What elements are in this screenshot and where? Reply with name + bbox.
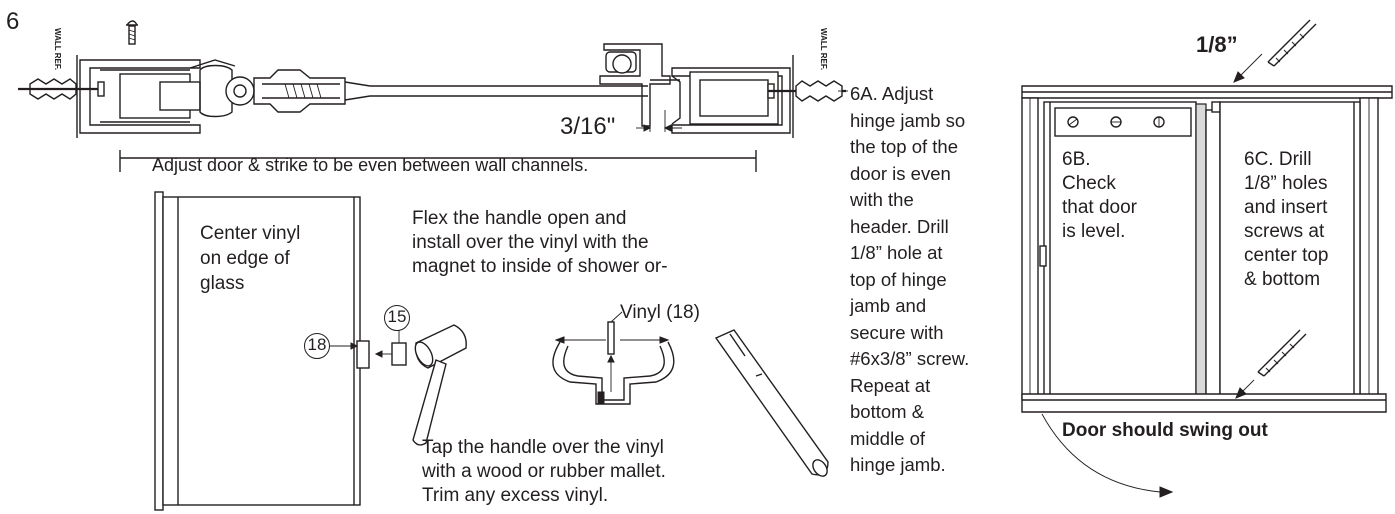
utility-knife-icon — [714, 329, 829, 477]
drill-size-label: 1/8” — [1196, 32, 1238, 57]
drill-bit-icon — [1233, 19, 1317, 83]
even-spacing-bracket — [119, 150, 757, 172]
vinyl-part-label: Vinyl (18) — [620, 302, 700, 323]
right-wall-reference-label: WALL REF. — [819, 28, 828, 71]
handle-part — [391, 342, 407, 366]
vinyl-strip — [356, 340, 370, 369]
left-wall-channel — [79, 59, 236, 134]
part-15-callout: 15 — [384, 305, 410, 331]
step-6a-instruction: 6A. Adjust hinge jamb so the top of the … — [850, 83, 970, 475]
handle-cross-section — [552, 311, 675, 405]
cross-section-drawing — [18, 20, 846, 172]
step-6c-instruction: 6C. Drill 1/8” holes and insert screws a… — [1244, 149, 1329, 290]
step-6b-instruction: 6B. Check that door is level. — [1062, 149, 1137, 242]
step-number: 6 — [6, 8, 20, 35]
screw-icon — [126, 20, 138, 45]
drill-bit-icon — [1235, 329, 1307, 399]
swing-arrow-icon — [1159, 486, 1174, 498]
mallet-icon — [412, 324, 467, 446]
adjust-even-instruction: Adjust door & strike to be even between … — [152, 155, 589, 175]
part-18-callout: 18 — [304, 333, 330, 359]
right-wall-anchor-icon — [767, 80, 846, 102]
gap-dimension — [636, 110, 682, 132]
hinge-screw-icon — [1067, 116, 1165, 128]
left-wall-anchor-icon — [18, 78, 105, 100]
center-vinyl-instruction: Center vinyl on edge of glass — [200, 223, 301, 294]
hinge-assembly — [199, 64, 371, 118]
tap-handle-instruction: Tap the handle over the vinyl with a woo… — [422, 437, 666, 506]
swing-direction-label: Door should swing out — [1062, 420, 1268, 441]
door-frame-drawing — [838, 19, 1393, 498]
gap-dimension-label: 3/16" — [560, 113, 616, 140]
flex-handle-instruction: Flex the handle open and install over th… — [412, 208, 668, 277]
glass-panel-section — [370, 85, 648, 97]
right-wall-channel — [671, 67, 791, 134]
left-wall-reference-label: WALL REF. — [53, 28, 62, 71]
swing-arc — [1041, 413, 1161, 493]
strike-jamb — [599, 43, 680, 127]
